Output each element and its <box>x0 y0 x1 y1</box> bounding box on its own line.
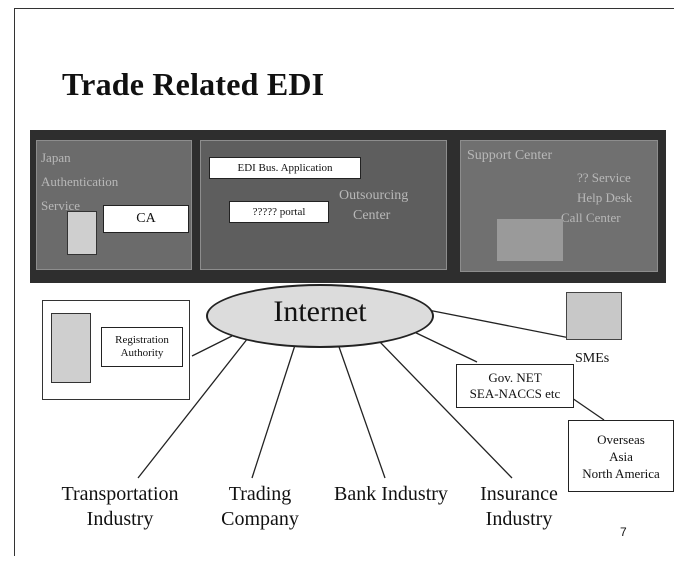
overseas-box: Overseas Asia North America <box>568 420 674 492</box>
line-gov-net <box>409 329 478 363</box>
sme-computer-icon <box>566 292 622 340</box>
trading-line2: Company <box>221 508 299 530</box>
registration-server-icon <box>51 313 91 383</box>
trading-company-label: Trading Company <box>210 482 310 532</box>
bank-line1: Bank Industry <box>334 483 448 505</box>
registration-authority-box: Registration Authority <box>101 327 183 367</box>
outsourcing-panel: EDI Bus. Application ????? portal Outsou… <box>200 140 447 270</box>
line-transportation <box>137 337 249 479</box>
service-text: Service <box>41 198 80 213</box>
frame-left-line <box>14 8 15 556</box>
registration-authority-group: Registration Authority <box>42 300 190 400</box>
auth-server-icon <box>67 211 97 255</box>
frame-top-line <box>14 8 674 9</box>
support-center-panel: Support Center ?? Service Help Desk Call… <box>460 140 658 272</box>
internet-hub: Internet <box>206 284 434 348</box>
internet-label: Internet <box>273 295 367 328</box>
line-registration <box>191 335 233 357</box>
outsourcing-text: Outsourcing <box>339 188 409 203</box>
line-overseas <box>571 397 605 421</box>
slide-title: Trade Related EDI <box>62 66 325 102</box>
support-center-title: Support Center <box>467 148 553 163</box>
insurance-line2: Industry <box>485 508 553 530</box>
overseas-line2: Asia <box>609 448 633 464</box>
smes-label: SMEs <box>575 351 610 366</box>
line-trading <box>251 341 297 479</box>
center-text: Center <box>353 208 391 223</box>
overseas-line1: Overseas <box>597 431 645 447</box>
ca-box: CA <box>103 205 189 233</box>
portal-box: ????? portal <box>229 201 329 223</box>
japan-text: Japan <box>41 150 71 165</box>
gov-net-line2: SEA-NACCS etc <box>469 386 561 401</box>
gov-net-box: Gov. NET SEA-NACCS etc <box>456 364 574 408</box>
transportation-line2: Industry <box>86 508 154 530</box>
edi-application-box: EDI Bus. Application <box>209 157 361 179</box>
overseas-line3: North America <box>582 465 660 481</box>
gov-net-line1: Gov. NET <box>488 370 542 385</box>
insurance-industry-label: Insurance Industry <box>464 482 574 532</box>
bank-industry-label: Bank Industry <box>326 482 456 507</box>
authentication-panel: Japan Authentication Service CA <box>36 140 192 270</box>
help-desk-text: Help Desk <box>577 190 633 205</box>
transportation-line1: Transportation <box>61 483 179 505</box>
authentication-text: Authentication <box>41 174 119 189</box>
call-center-text: Call Center <box>561 210 621 225</box>
line-smes <box>427 309 571 339</box>
support-service-text: ?? Service <box>577 170 631 185</box>
transportation-industry-label: Transportation Industry <box>50 482 190 532</box>
trading-line1: Trading <box>228 483 292 505</box>
insurance-line1: Insurance <box>480 483 558 505</box>
page-number: 7 <box>620 525 627 539</box>
line-insurance <box>377 339 513 479</box>
building-icon <box>497 219 563 261</box>
line-bank <box>337 343 386 479</box>
